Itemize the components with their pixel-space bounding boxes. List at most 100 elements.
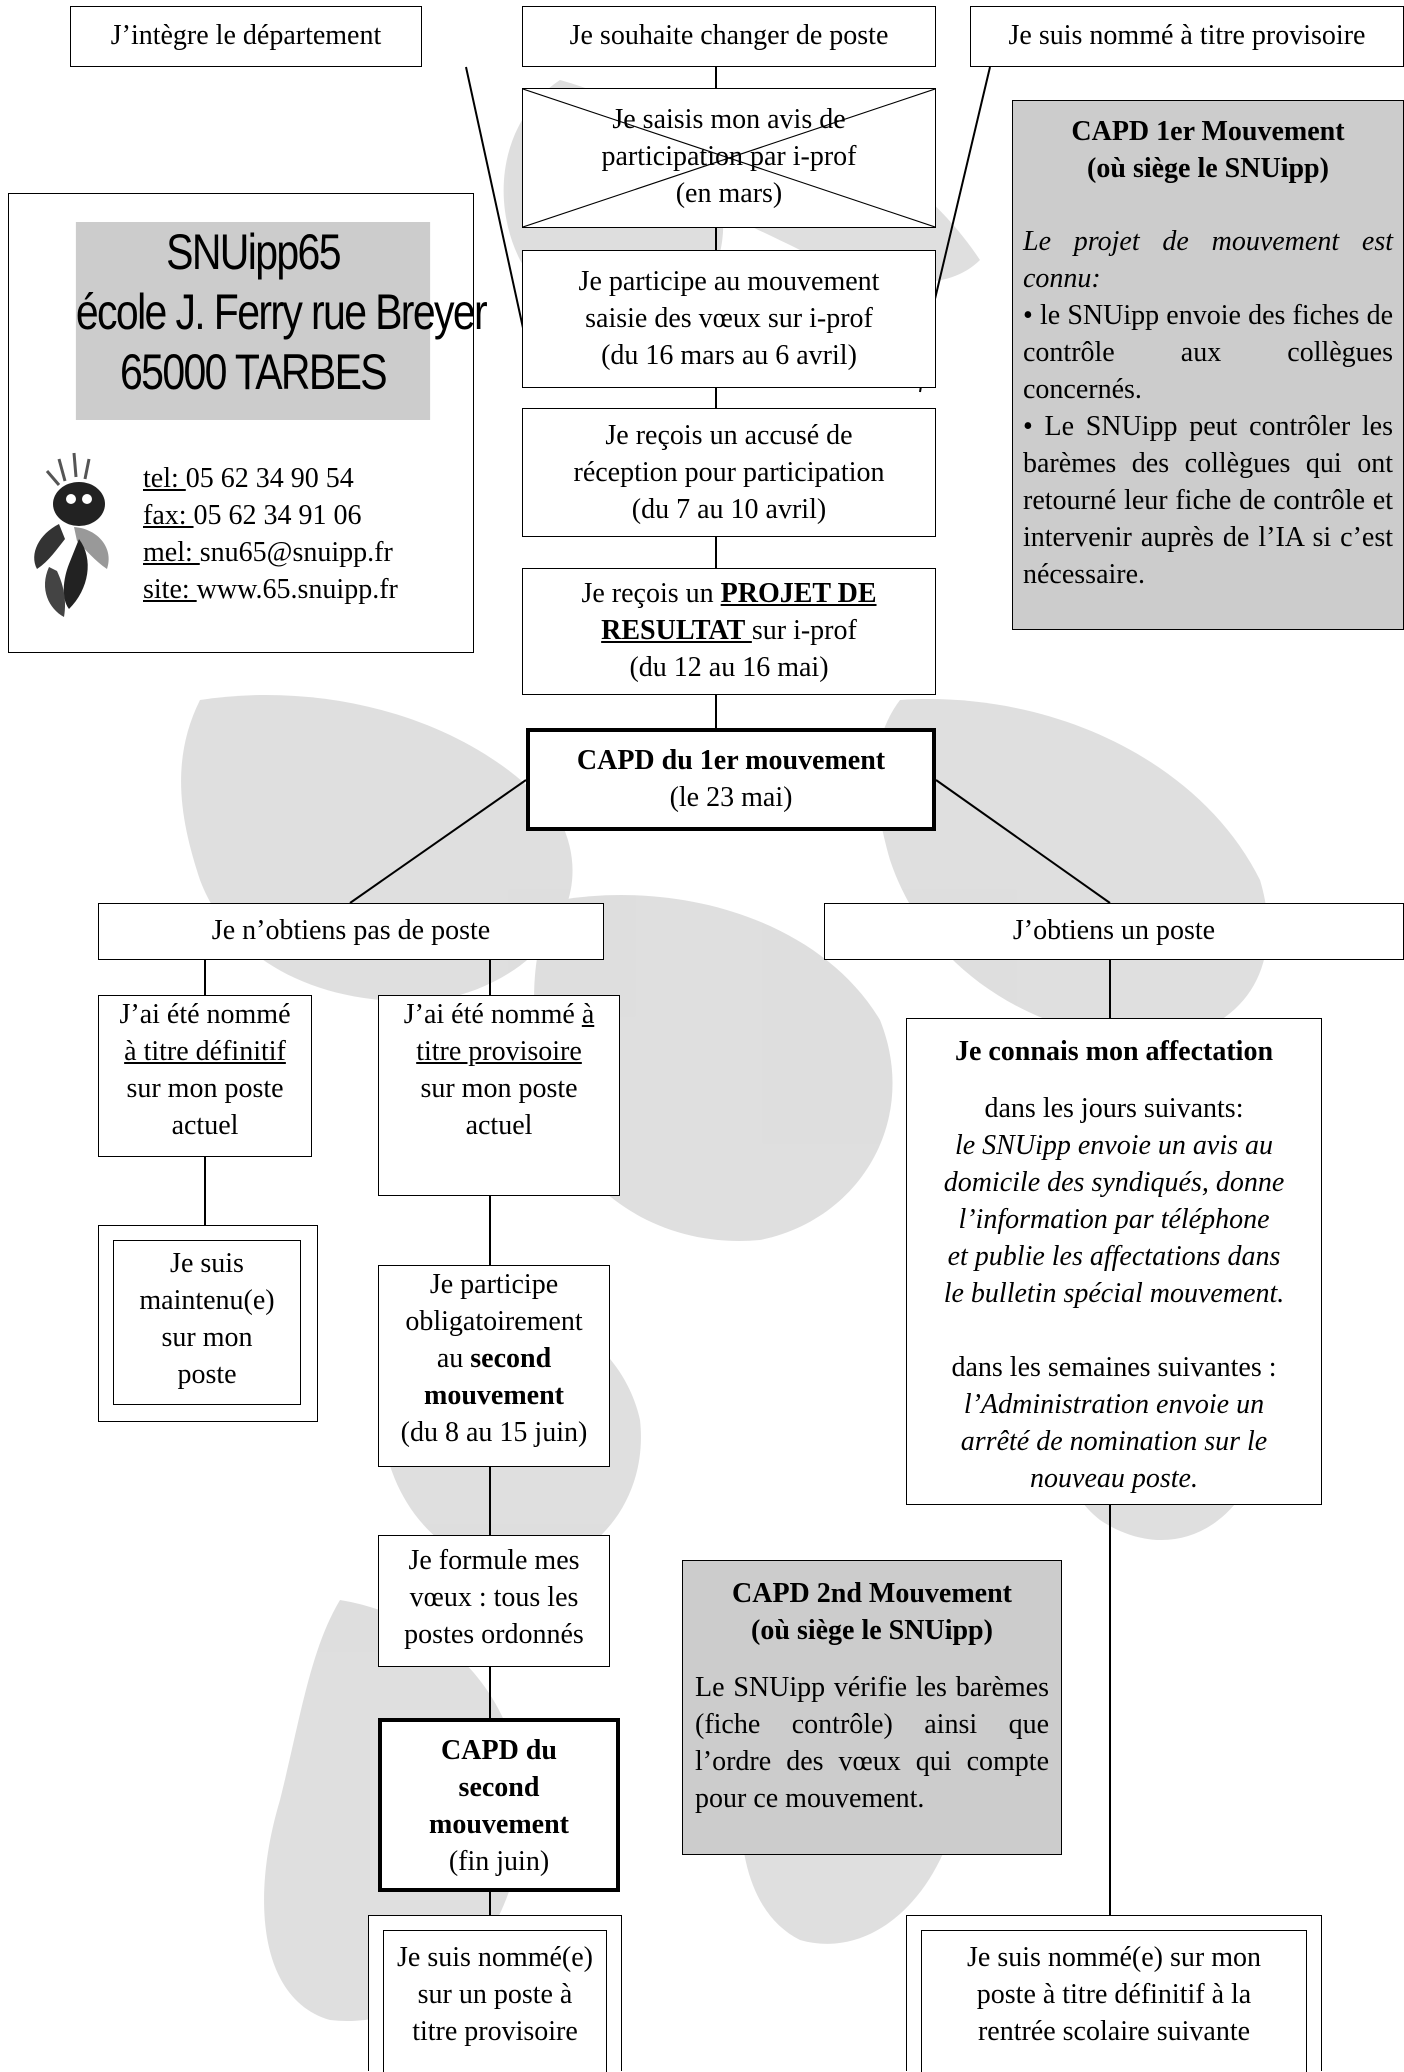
projet-dates: (du 12 au 16 mai) (629, 652, 829, 683)
note2-text: Le SNUipp vérifie les barèmes (fiche con… (695, 1672, 1049, 1814)
box-connais-affectation: Je connais mon affectation dans les jour… (906, 1018, 1322, 1505)
box-definitif-result-inner: Je suis nommé(e) sur mon poste à titre d… (921, 1930, 1307, 2072)
capd2-line-3: mouvement (429, 1809, 569, 1840)
box-pas-de-poste: Je n’obtiens pas de poste (98, 903, 604, 960)
box-projet-resultat: Je reçois un PROJET DE RESULTAT sur i-pr… (522, 568, 936, 695)
no-post-title: Je n’obtiens pas de poste (211, 915, 491, 946)
projet-bold-2: RESULTAT (601, 615, 752, 646)
tel-value: 05 62 34 90 54 (185, 463, 354, 494)
capd2-line-2: second (458, 1772, 540, 1803)
box-nomme-provisoire-result: Je suis nommé(e) sur un poste à titre pr… (368, 1915, 622, 2072)
def-result-line-1: Je suis nommé(e) sur mon (967, 1942, 1261, 1973)
prov-result-line-2: sur un poste à (417, 1979, 573, 2010)
mel-label: mel: (143, 537, 200, 568)
affect-weeks-2: arrêté de nomination sur le (960, 1426, 1268, 1457)
prov-l1-u: à (581, 999, 595, 1030)
note-capd-1er-mouvement: CAPD 1er Mouvement (où siège le SNUipp) … (1012, 100, 1404, 630)
affect-weeks-label: dans les semaines suivantes : (951, 1352, 1277, 1383)
tel-label: tel: (143, 463, 186, 494)
cross-out-mark (523, 89, 935, 227)
box-maintenu: Je suis maintenu(e) sur mon poste (98, 1225, 318, 1422)
accuse-line-1: Je reçois un accusé de (605, 420, 853, 451)
contact-details: tel: 05 62 34 90 54 fax: 05 62 34 91 06 … (143, 460, 398, 608)
got-post-title: J’obtiens un poste (1012, 915, 1216, 946)
voeux-line-3: postes ordonnés (404, 1619, 584, 1650)
capd2-line-1: CAPD du (441, 1735, 557, 1766)
maintenu-line-3: sur mon (161, 1322, 253, 1353)
label-changer: Je souhaite changer de poste (569, 20, 889, 51)
definitif-line-3: sur mon poste (126, 1073, 284, 1104)
avis-line-3: (en mars) (675, 178, 783, 209)
participe-line-2: saisie des vœux sur i-prof (585, 303, 873, 334)
affect-days-2: domicile des syndiqués, donne (943, 1167, 1285, 1198)
contact-mel: mel: snu65@snuipp.fr (143, 534, 398, 571)
contact-fax: fax: 05 62 34 91 06 (143, 497, 398, 534)
provisoire-line-3: sur mon poste (420, 1073, 578, 1104)
site-value[interactable]: www.65.snuipp.fr (196, 574, 398, 605)
capd1-date: (le 23 mai) (669, 782, 793, 813)
prov-l1-text: J’ai été nommé (403, 999, 582, 1030)
participe-line-3: (du 16 mars au 6 avril) (601, 340, 857, 371)
def-result-line-2: poste à titre définitif à la (976, 1979, 1252, 2010)
bullet-dot-icon: • (1023, 300, 1040, 331)
projet-line-2: RESULTAT sur i-prof (523, 612, 935, 649)
projet-bold: PROJET DE (720, 578, 877, 609)
box-accuse-reception: Je reçois un accusé de réception pour pa… (522, 408, 936, 537)
note2-subtitle: (où siège le SNUipp) (751, 1615, 993, 1646)
capd1-title: CAPD du 1er mouvement (576, 745, 886, 776)
second-l3-bold: second (470, 1343, 552, 1374)
maintenu-line-4: poste (177, 1359, 237, 1390)
def-result-line-3: rentrée scolaire suivante (977, 2016, 1251, 2047)
note1-bullet-1-text: le SNUipp envoie des fiches de contrôle … (1023, 300, 1393, 405)
box-integre-departement: J’intègre le département (70, 6, 422, 67)
note-capd-2nd-mouvement: CAPD 2nd Mouvement (où siège le SNUipp) … (682, 1560, 1062, 1855)
box-nomme-definitif-result: Je suis nommé(e) sur mon poste à titre d… (906, 1915, 1322, 2072)
prov-result-line-1: Je suis nommé(e) (397, 1942, 593, 1973)
contact-address: école J. Ferry rue Breyer (75, 284, 488, 340)
box-obtiens-poste: J’obtiens un poste (824, 903, 1404, 960)
label-provisoire-top: Je suis nommé à titre provisoire (1008, 20, 1366, 51)
note1-bullet-2: • Le SNUipp peut contrôler les barèmes d… (1023, 408, 1393, 593)
second-line-3: au second (379, 1340, 609, 1377)
maintenu-line-1: Je suis (170, 1248, 244, 1279)
contact-tel: tel: 05 62 34 90 54 (143, 460, 398, 497)
box-avis-participation-crossed: Je saisis mon avis de participation par … (522, 88, 936, 228)
affect-title: Je connais mon affectation (954, 1036, 1274, 1067)
contact-name: SNUipp65 (166, 224, 341, 280)
fax-label: fax: (143, 500, 194, 531)
note1-bullet-1: • le SNUipp envoie des fiches de contrôl… (1023, 297, 1393, 408)
affect-days-4: et publie les affectations dans (947, 1241, 1281, 1272)
box-capd-1er-mouvement: CAPD du 1er mouvement (le 23 mai) (526, 728, 936, 831)
box-nomme-provisoire: Je suis nommé à titre provisoire (970, 6, 1404, 67)
second-line-4: mouvement (424, 1380, 564, 1411)
contact-city: 65000 TARBES (120, 344, 388, 400)
projet-line-1: Je reçois un PROJET DE (523, 575, 935, 612)
second-line-1: Je participe (429, 1269, 559, 1300)
note2-title: CAPD 2nd Mouvement (732, 1578, 1012, 1609)
mel-value[interactable]: snu65@snuipp.fr (199, 537, 393, 568)
bullet-dot-icon: • (1023, 411, 1045, 442)
avis-line-1: Je saisis mon avis de (612, 104, 846, 135)
fax-value: 05 62 34 91 06 (193, 500, 362, 531)
box-nomme-provisoire-actuel: J’ai été nommé à titre provisoire sur mo… (378, 995, 620, 1196)
contact-header: SNUipp65 école J. Ferry rue Breyer 65000… (75, 222, 488, 420)
affect-weeks-1: l’Administration envoie un (963, 1389, 1265, 1420)
second-l3-pre: au (436, 1343, 471, 1374)
affect-days-1: le SNUipp envoie un avis au (954, 1130, 1274, 1161)
contact-site: site: www.65.snuipp.fr (143, 571, 398, 608)
prov-result-line-3: titre provisoire (412, 2016, 578, 2047)
box-participe-mouvement: Je participe au mouvement saisie des vœu… (522, 250, 936, 388)
box-changer-poste: Je souhaite changer de poste (522, 6, 936, 67)
affect-days-label: dans les jours suivants: (984, 1093, 1244, 1124)
definitif-line-1: J’ai été nommé (119, 999, 291, 1030)
note1-bullet-2-text: Le SNUipp peut contrôler les barèmes des… (1023, 411, 1393, 590)
box-provisoire-result-inner: Je suis nommé(e) sur un poste à titre pr… (383, 1930, 607, 2072)
provisoire-line-1: J’ai été nommé à (379, 996, 619, 1033)
affect-days-3: l’information par téléphone (958, 1204, 1270, 1235)
affect-days-5: le bulletin spécial mouvement. (943, 1278, 1285, 1309)
projet-pre: Je reçois un (581, 578, 721, 609)
provisoire-line-2: titre provisoire (416, 1036, 582, 1067)
capd2-line-4: (fin juin) (448, 1846, 550, 1877)
voeux-line-1: Je formule mes (408, 1545, 580, 1576)
